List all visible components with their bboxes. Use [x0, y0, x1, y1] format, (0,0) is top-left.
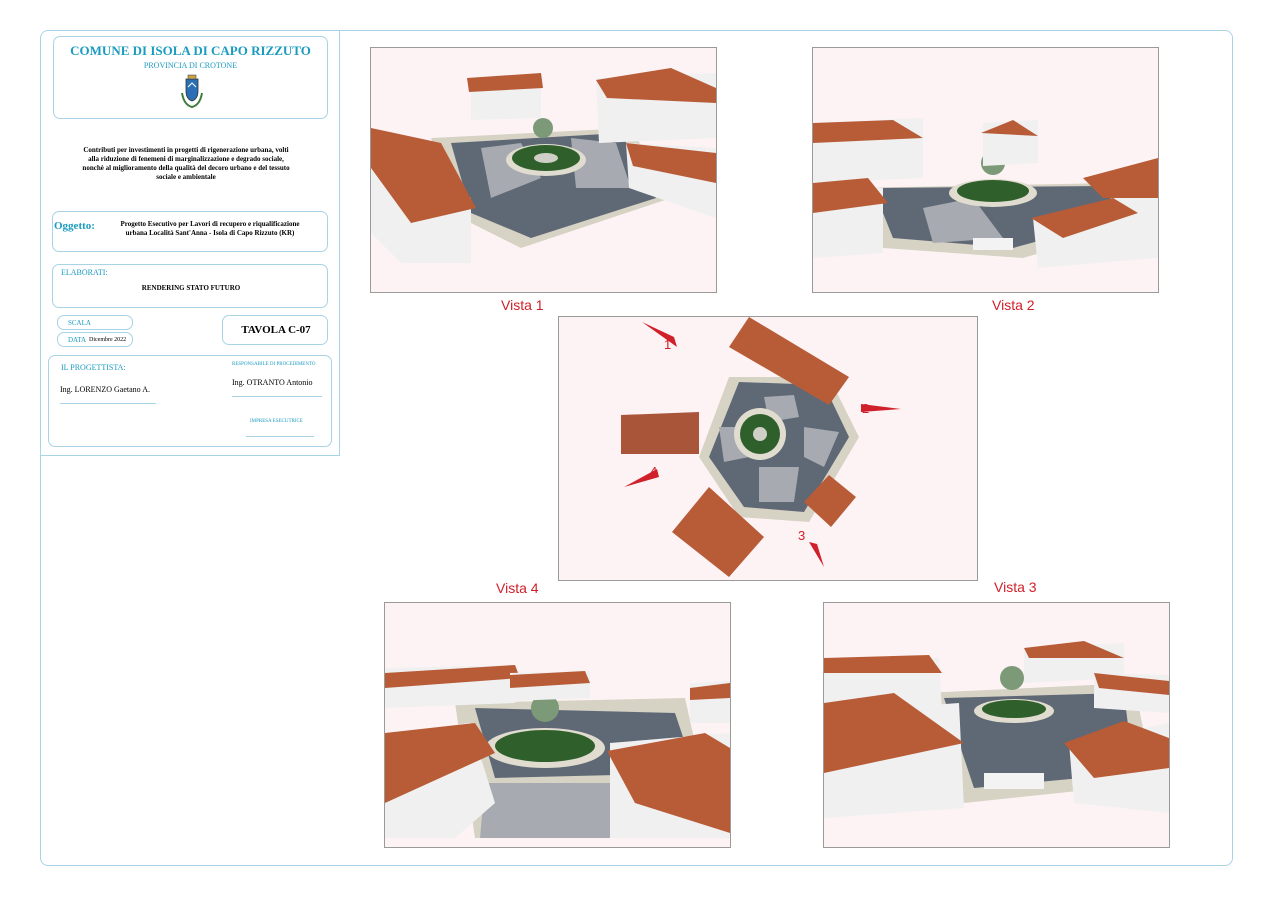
- signature-line: [232, 396, 322, 397]
- elaborati-box: ELABORATI: RENDERING STATO FUTURO: [52, 264, 328, 308]
- coat-of-arms-icon: [181, 74, 203, 109]
- caption-vista-4: Vista 4: [496, 580, 539, 596]
- funding-line: Contributi per investimenti in progetti …: [83, 146, 289, 154]
- provincia-subtitle: PROVINCIA DI CROTONE: [143, 61, 238, 70]
- header-box: COMUNE DI ISOLA DI CAPO RIZZUTO PROVINCI…: [53, 36, 328, 119]
- funding-line: nonchè al miglioramento della qualità de…: [82, 164, 290, 172]
- comune-title: COMUNE DI ISOLA DI CAPO RIZZUTO: [70, 43, 311, 58]
- render-vista-3: [823, 602, 1170, 848]
- tavola-number: TAVOLA C-07: [241, 324, 311, 336]
- progettista-name: Ing. LORENZO Gaetano A.: [60, 385, 150, 394]
- funding-description: Contributi per investimenti in progetti …: [62, 146, 310, 182]
- signature-line: [60, 403, 156, 404]
- impresa-label: IMPRESA ESECUTRICE: [250, 419, 303, 424]
- signatures-box: IL PROGETTISTA: Ing. LORENZO Gaetano A. …: [48, 355, 332, 447]
- data-value: Dicembre 2022: [89, 337, 127, 343]
- responsabile-name: Ing. OTRANTO Antonio: [232, 378, 313, 387]
- render-vista-1: [370, 47, 717, 293]
- signature-line: [246, 436, 314, 437]
- render-vista-2: [812, 47, 1159, 293]
- plan-marker-1: 1: [664, 337, 672, 352]
- tavola-box: TAVOLA C-07: [222, 315, 328, 345]
- caption-vista-2: Vista 2: [992, 297, 1035, 313]
- funding-line: alla riduzione di fenemeni di marginaliz…: [88, 155, 284, 163]
- responsabile-label: RESPONSABILE DI PROCEDIMENTO: [232, 362, 316, 367]
- sheet-border: [40, 30, 1233, 866]
- data-box: DATA Dicembre 2022: [57, 332, 133, 347]
- oggetto-label: Oggetto:: [54, 220, 95, 232]
- oggetto-box: Oggetto: Progetto Esecutivo per Lavori d…: [52, 211, 328, 252]
- render-plan-view: [558, 316, 978, 581]
- elaborati-title: RENDERING STATO FUTURO: [141, 284, 241, 292]
- caption-vista-3: Vista 3: [994, 579, 1037, 595]
- oggetto-line: Progetto Esecutivo per Lavori di recuper…: [120, 220, 300, 228]
- oggetto-line: urbana Località Sant'Anna - Isola di Cap…: [125, 229, 295, 237]
- render-vista-4: [384, 602, 731, 848]
- plan-marker-4: 4: [650, 464, 658, 479]
- data-label: DATA: [68, 336, 87, 344]
- elaborati-label: ELABORATI:: [61, 268, 108, 277]
- oggetto-text: Progetto Esecutivo per Lavori di recuper…: [99, 220, 321, 238]
- scala-label: SCALA: [68, 319, 91, 327]
- plan-marker-3: 3: [798, 528, 806, 543]
- progettista-label: IL PROGETTISTA:: [61, 363, 126, 372]
- scala-box: SCALA: [57, 315, 133, 330]
- caption-vista-1: Vista 1: [501, 297, 544, 313]
- plan-marker-2: 2: [862, 401, 870, 416]
- title-block: [40, 30, 340, 456]
- funding-line: sociale e ambientale: [156, 173, 216, 181]
